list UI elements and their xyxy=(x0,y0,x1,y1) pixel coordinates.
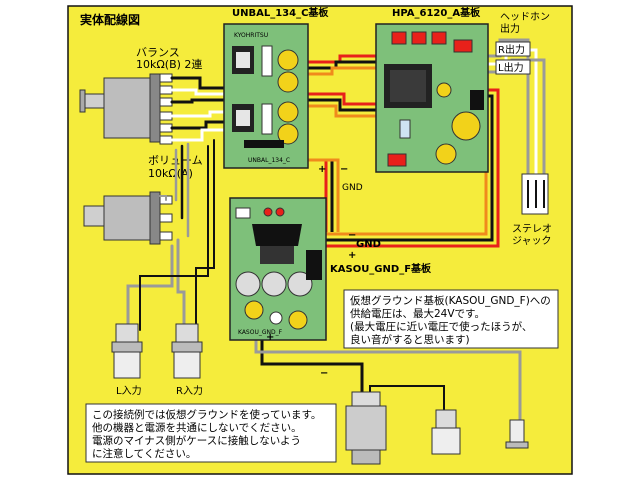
dc-plug-small xyxy=(505,419,529,449)
headphone-label-1: ヘッドホン xyxy=(500,11,550,23)
sign-plus-mid: + xyxy=(348,250,356,261)
l-out-label: L出力 xyxy=(498,61,524,74)
interboard-signal-wires xyxy=(308,54,378,118)
info-note-line-4: 良い音がすると思います) xyxy=(350,333,470,346)
r-input-jack xyxy=(171,323,203,379)
signal-wires xyxy=(126,76,228,331)
sign-gnd-top: GND xyxy=(342,183,363,193)
info-note-line-2: 供給電圧は、最大24Vです。 xyxy=(350,307,485,320)
l-input-jack xyxy=(111,323,143,379)
warning-note-box xyxy=(85,403,337,463)
hpa-board xyxy=(375,23,489,173)
info-note-line-1: 仮想グラウンド基板(KASOU_GND_F)への xyxy=(350,294,551,307)
r-out-box xyxy=(495,41,531,57)
sign-minus-mid: − xyxy=(348,230,356,241)
info-note-line-3: (最大電圧に近い電圧で使ったほうが、 xyxy=(350,320,532,333)
warning-note-line-3: 電源のマイナス側がケースに接触しないよう xyxy=(92,434,301,447)
balance-label-2: 10kΩ(B) 2連 xyxy=(136,57,202,71)
sign-plus-top: + xyxy=(318,164,326,175)
stereo-jack-label-1: ステレオ xyxy=(512,223,552,235)
sign-minus-bottom: − xyxy=(320,368,328,379)
headphone-label-2: 出力 xyxy=(500,22,520,35)
volume-label-2: 10kΩ(A) xyxy=(148,167,193,180)
warning-note-line-2: 他の機器と電源を共通にしないでください。 xyxy=(92,421,302,434)
warning-note-line-4: に注意してください。 xyxy=(92,447,196,460)
warning-note-line-1: この接続例では仮想グラウンドを使っています。 xyxy=(92,408,321,421)
unbal-board: KYOHRITSU UNBAL_134_C xyxy=(223,23,309,169)
balance-label-1: バランス xyxy=(136,46,180,59)
dc-plug-mid xyxy=(431,409,461,455)
stereo-jack xyxy=(521,173,549,215)
stereo-jack-label-2: ジャック xyxy=(512,235,552,247)
unbal-silk-bottom: UNBAL_134_C xyxy=(248,157,290,164)
unbal-board-label: UNBAL_134_C基板 xyxy=(232,6,329,19)
sign-minus-top: − xyxy=(340,164,348,175)
hpa-board-label: HPA_6120_A基板 xyxy=(392,6,481,19)
sign-plus-bottom: + xyxy=(266,332,274,343)
r-out-label: R出力 xyxy=(498,43,525,56)
l-out-box xyxy=(495,59,531,75)
volume-pot xyxy=(83,191,173,245)
unbal-silk-top: KYOHRITSU xyxy=(234,32,268,39)
info-note-box xyxy=(343,289,559,349)
balance-pot xyxy=(79,73,173,145)
dc-jack-main xyxy=(345,391,387,465)
sign-gnd-mid: GND xyxy=(356,239,381,250)
gnd-silk: KASOU_GND_F xyxy=(238,329,283,336)
l-input-label: L入力 xyxy=(116,384,142,397)
r-input-label: R入力 xyxy=(176,384,203,397)
gnd-board-label: KASOU_GND_F基板 xyxy=(330,262,432,275)
diagram-title: 実体配線図 xyxy=(80,12,140,27)
gnd-board: KASOU_GND_F xyxy=(229,197,327,341)
